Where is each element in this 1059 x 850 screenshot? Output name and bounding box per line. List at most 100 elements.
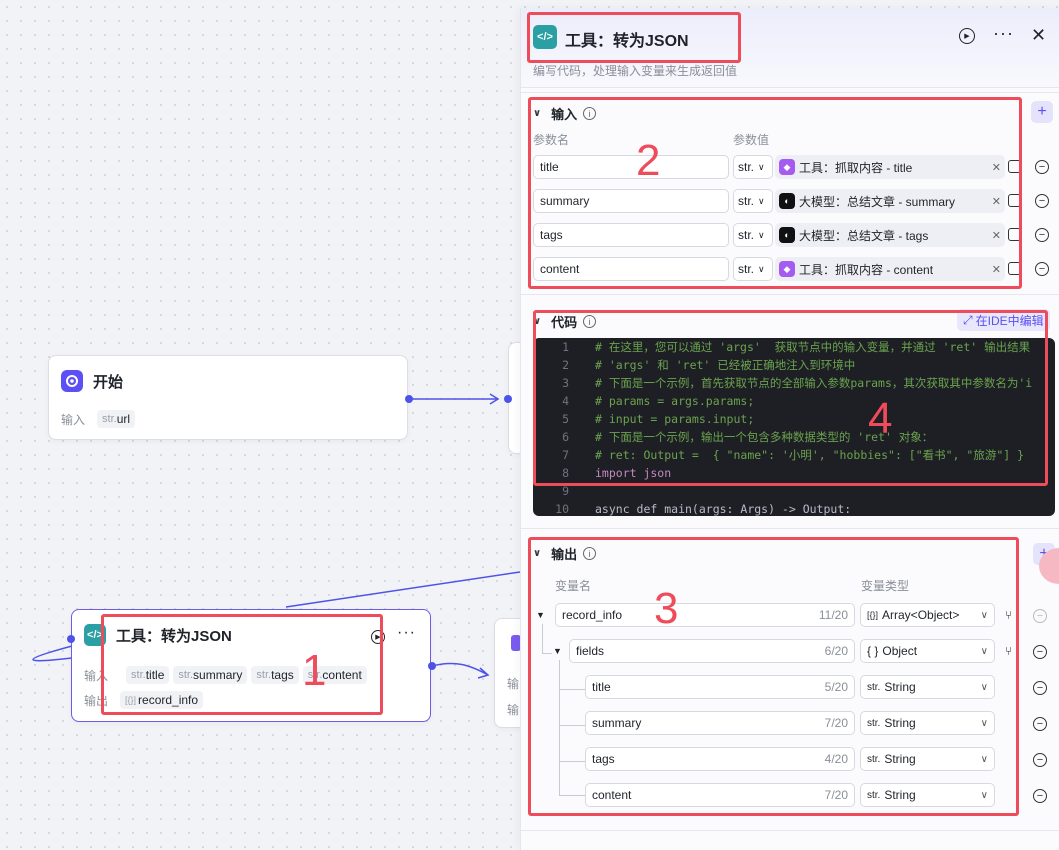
output-type-select[interactable]: str.String∨	[860, 747, 995, 771]
chevron-down-icon[interactable]: ∨	[533, 316, 542, 327]
output-type-select[interactable]: str.String∨	[860, 783, 995, 807]
var-type-header: 变量类型	[861, 579, 910, 593]
chevron-down-icon[interactable]: ∨	[533, 108, 542, 119]
remove-icon[interactable]: −	[1033, 789, 1047, 803]
remove-icon[interactable]: −	[1033, 645, 1047, 659]
chevron-down-icon[interactable]: ∨	[533, 548, 542, 559]
output-section-title[interactable]: ∨ 输出 i	[533, 544, 597, 563]
close-icon[interactable]: ✕	[1031, 25, 1047, 45]
collapse-caret-icon[interactable]: ▼	[553, 646, 562, 656]
ref-text: 大模型：总结文章 - tags	[799, 228, 929, 243]
panel-title: 工具：转为JSON	[565, 33, 689, 50]
remove-icon[interactable]: −	[1035, 160, 1049, 174]
collapse-caret-icon[interactable]: ▼	[536, 610, 545, 620]
variable-icon[interactable]	[1008, 160, 1021, 173]
type-select[interactable]: str.∨	[733, 257, 773, 281]
output-type-select[interactable]: str.String∨	[860, 711, 995, 735]
clear-icon[interactable]: ✕	[991, 229, 1001, 242]
run-icon[interactable]: ▶	[371, 630, 385, 644]
remove-icon[interactable]: −	[1035, 194, 1049, 208]
line-number: 2	[562, 358, 569, 372]
clear-icon[interactable]: ✕	[991, 263, 1001, 276]
type-select[interactable]: str.∨	[733, 223, 773, 247]
hidden-node-label-2: 输	[507, 703, 520, 717]
param-name-input[interactable]: title	[533, 155, 729, 179]
type-select[interactable]: str.∨	[733, 189, 773, 213]
ref-text: 工具：抓取内容 - title	[799, 160, 913, 175]
more-icon[interactable]: ···	[993, 23, 1014, 43]
more-icon[interactable]: ···	[397, 624, 416, 641]
input-section-title[interactable]: ∨ 输入 i	[533, 104, 597, 123]
line-text: # params = args.params;	[595, 394, 755, 408]
chevron-down-icon: ∨	[980, 681, 988, 693]
param-ref[interactable]: ◐大模型：总结文章 - summary✕	[775, 189, 1005, 213]
tool-icon: ◆	[779, 261, 795, 277]
type-prefix: str.	[131, 669, 146, 681]
clear-icon[interactable]: ✕	[991, 195, 1001, 208]
type-select[interactable]: str.∨	[733, 155, 773, 179]
edit-in-ide-button[interactable]: ⤢在IDE中编辑	[957, 309, 1050, 331]
remove-icon[interactable]: −	[1033, 753, 1047, 767]
info-icon[interactable]: i	[583, 107, 597, 120]
section-label: 输入	[551, 107, 578, 122]
start-icon	[61, 370, 83, 392]
param-name-input[interactable]: tags	[533, 223, 729, 247]
param-name: summary	[193, 668, 243, 682]
param-name: title	[145, 668, 165, 682]
chevron-down-icon: ∨	[758, 263, 765, 274]
start-output-port[interactable]	[405, 395, 413, 403]
chevron-down-icon: ∨	[758, 229, 765, 240]
param-ref[interactable]: ◆工具：抓取内容 - title✕	[775, 155, 1005, 179]
var-name: record_info	[562, 608, 623, 622]
code-section-title[interactable]: ∨ 代码 i	[533, 312, 597, 331]
add-input-button[interactable]: +	[1031, 101, 1053, 123]
remove-icon[interactable]: −	[1033, 717, 1047, 731]
variable-icon[interactable]	[1008, 228, 1021, 241]
start-node[interactable]: 开始 输入 str. url	[48, 355, 408, 440]
param-name: tags	[271, 668, 294, 682]
variable-icon[interactable]	[1008, 194, 1021, 207]
type-value: String	[884, 752, 916, 766]
info-icon[interactable]: i	[583, 315, 597, 328]
tree-line	[559, 689, 585, 690]
param-name-input[interactable]: summary	[533, 189, 729, 213]
remove-icon[interactable]: −	[1035, 228, 1049, 242]
clear-icon[interactable]: ✕	[991, 161, 1001, 174]
remove-icon[interactable]: −	[1033, 681, 1047, 695]
hidden-node-upper-port[interactable]	[504, 395, 512, 403]
json-tool-node[interactable]: </> 工具：转为JSON ▶ ··· 输入 str.title str.sum…	[71, 609, 431, 722]
code-editor[interactable]: 1# 在这里，您可以通过 'args' 获取节点中的输入变量，并通过 'ret'…	[533, 338, 1055, 516]
param-ref[interactable]: ◐大模型：总结文章 - tags✕	[775, 223, 1005, 247]
line-number: 9	[562, 484, 569, 498]
annotation-number-1: 1	[302, 646, 327, 695]
json-output-port[interactable]	[428, 662, 436, 670]
add-child-icon[interactable]: ⑂	[1005, 644, 1013, 658]
output-type-select[interactable]: str.String∨	[860, 675, 995, 699]
array-type-icon: [{}]	[867, 610, 879, 620]
param-name-input[interactable]: content	[533, 257, 729, 281]
variable-icon[interactable]	[1008, 262, 1021, 275]
param-ref[interactable]: ◆工具：抓取内容 - content✕	[775, 257, 1005, 281]
output-type-select[interactable]: [{}]Array<Object>∨	[860, 603, 995, 627]
type-prefix: str.	[307, 669, 323, 681]
json-input-port[interactable]	[67, 635, 75, 643]
chevron-down-icon: ∨	[980, 753, 988, 765]
remove-icon[interactable]: −	[1033, 609, 1047, 623]
output-type-select[interactable]: { }Object∨	[860, 639, 995, 663]
info-icon[interactable]: i	[583, 547, 597, 560]
run-icon[interactable]: ▶	[959, 28, 975, 44]
line-text: # 'args' 和 'ret' 已经被正确地注入到环境中	[595, 358, 856, 372]
chevron-down-icon: ∨	[758, 195, 765, 206]
floating-badge[interactable]	[1039, 548, 1059, 584]
remove-icon[interactable]: −	[1035, 262, 1049, 276]
add-child-icon[interactable]: ⑂	[1005, 608, 1013, 622]
type-value: str.	[738, 262, 755, 276]
array-type-icon: [{}]	[125, 695, 137, 705]
